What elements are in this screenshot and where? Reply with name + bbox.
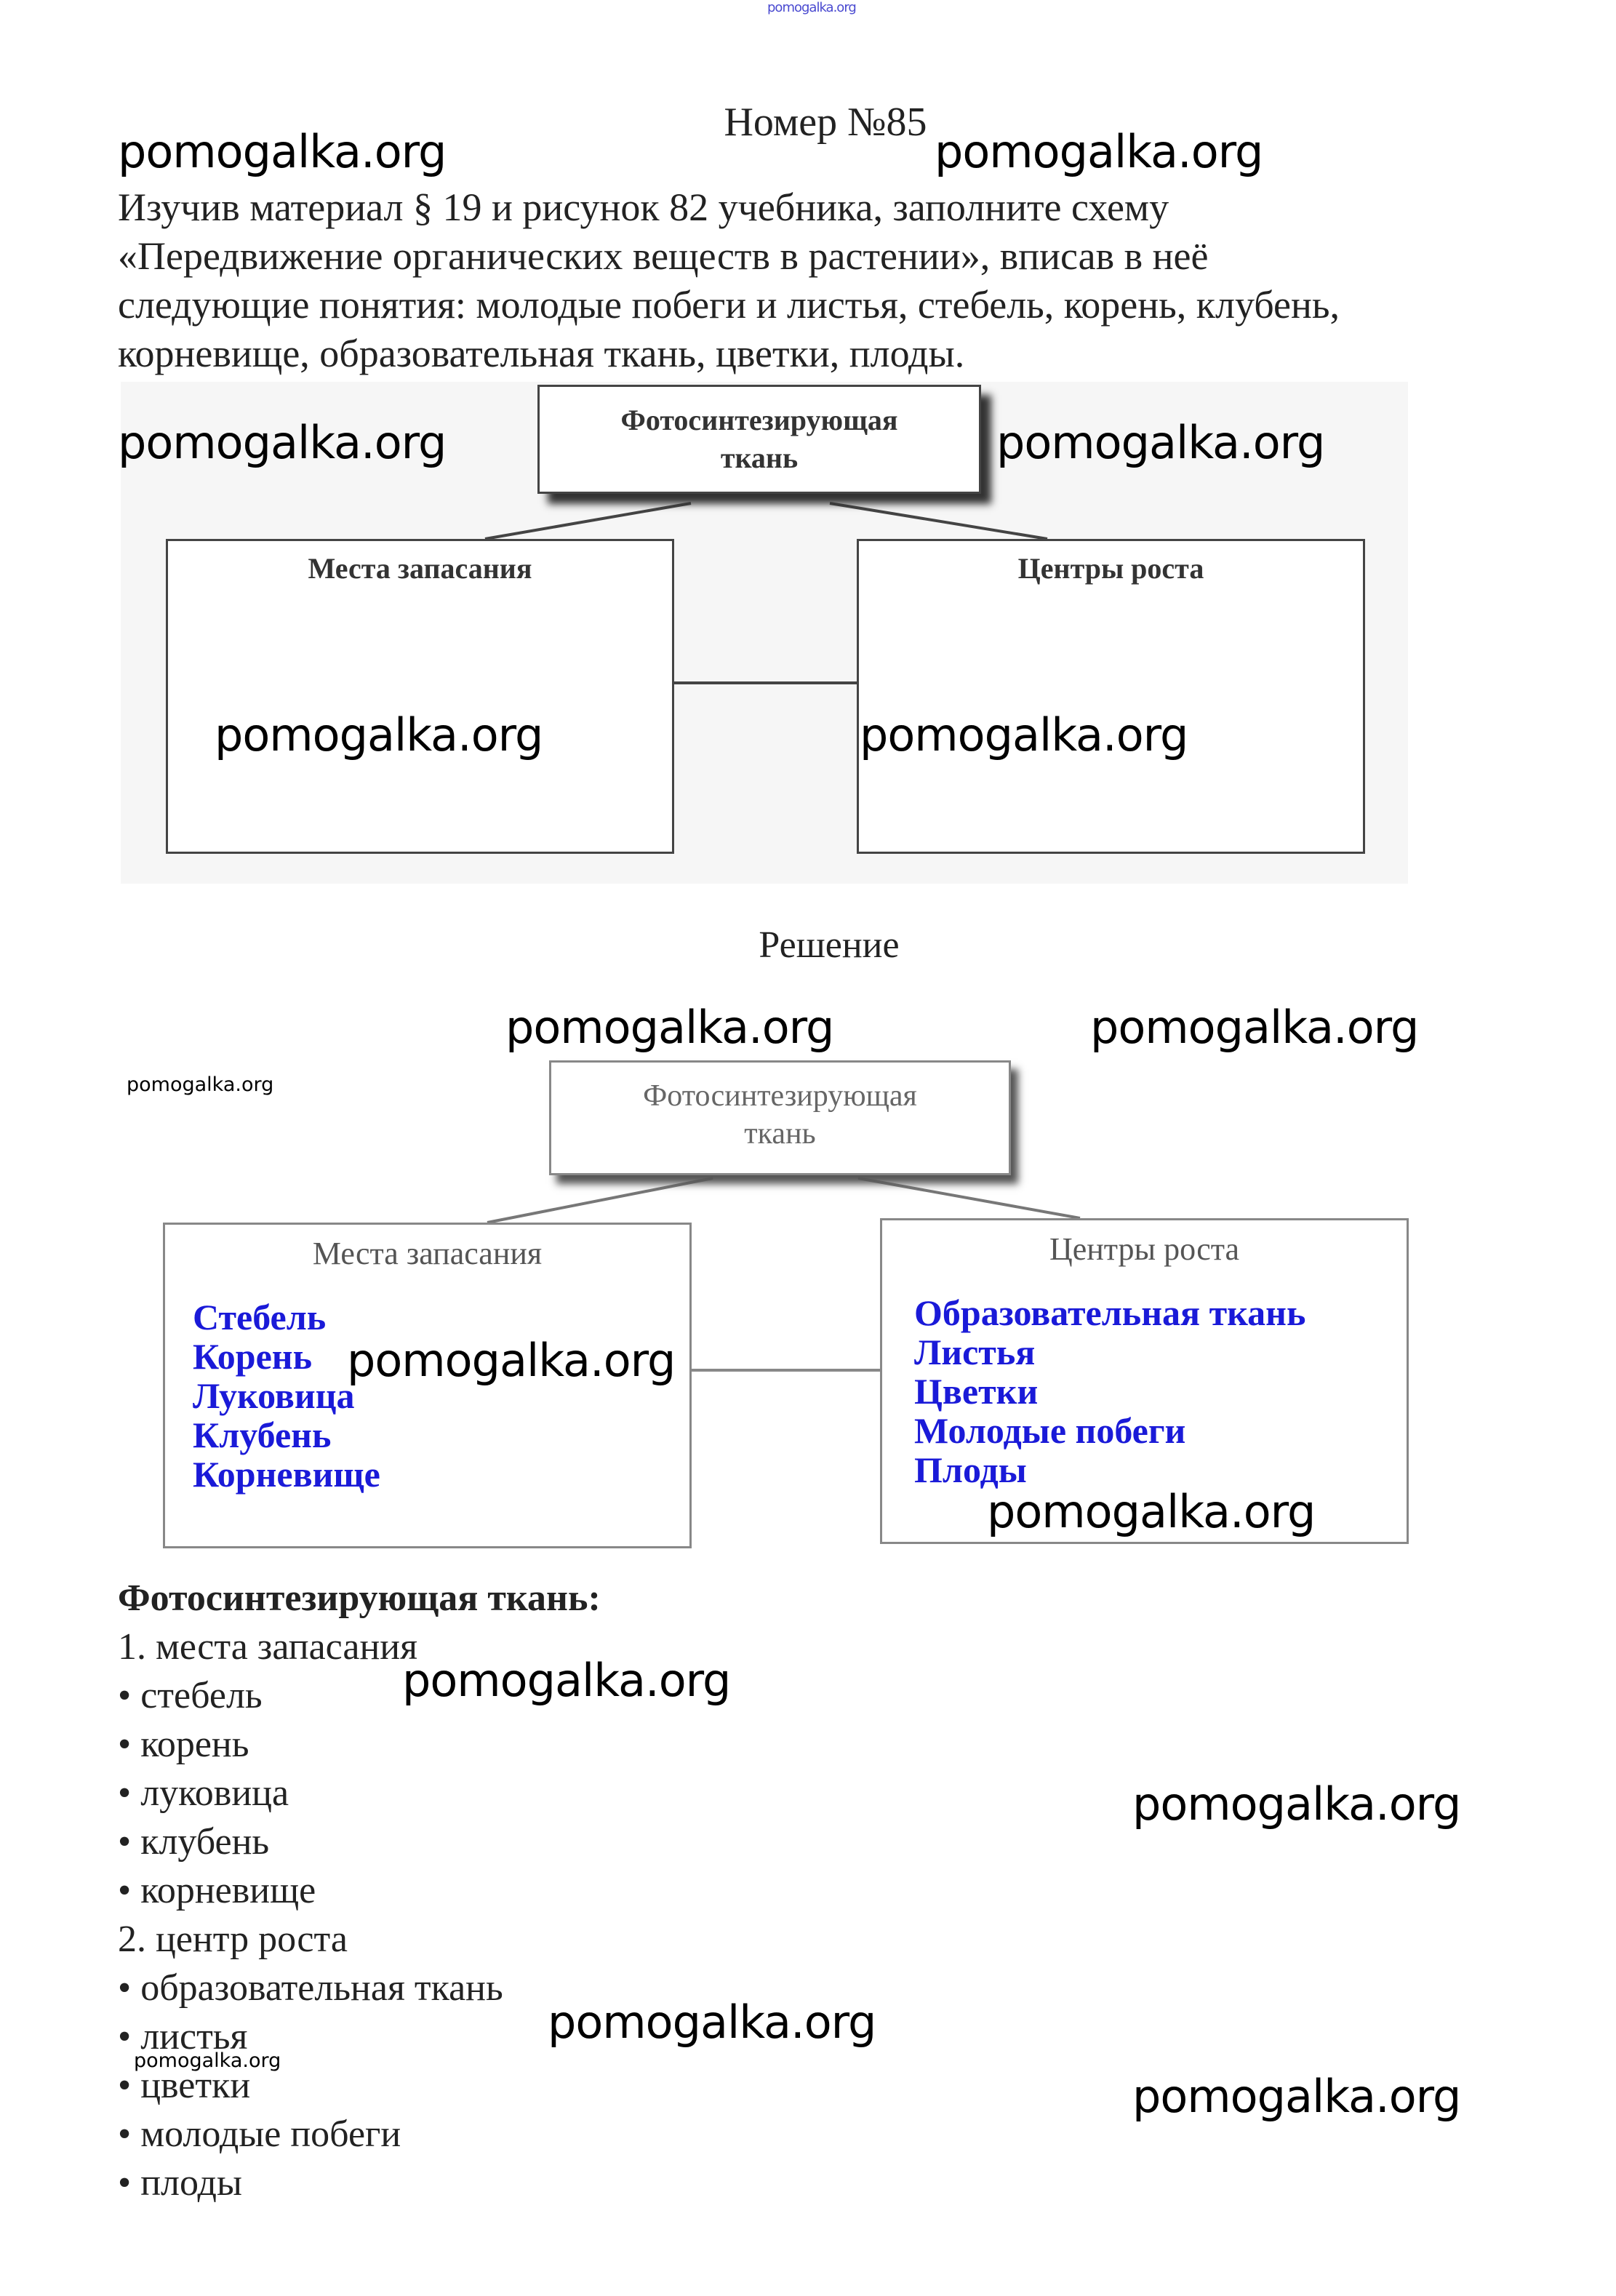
- watermark: pomogalka.org: [402, 1654, 731, 1707]
- list-item: Цветки: [914, 1371, 1039, 1412]
- list-item: Образовательная ткань: [914, 1292, 1306, 1333]
- box-title: Центры роста: [1049, 1231, 1240, 1267]
- answer-line: • листья: [118, 2016, 248, 2057]
- page-title: Номер №85: [724, 100, 927, 145]
- task-line: Изучив материал § 19 и рисунок 82 учебни…: [118, 185, 1169, 229]
- watermark: pomogalka.org: [347, 1334, 676, 1387]
- answer-list: Фотосинтезирующая ткань: 1. места запаса…: [118, 1574, 601, 2207]
- box-title: Центры роста: [1017, 552, 1204, 585]
- watermark: pomogalka.org: [548, 1996, 876, 2049]
- answer-line: • луковица: [118, 1772, 289, 1814]
- watermark: pomogalka.org: [505, 1001, 834, 1054]
- list-item: Листья: [914, 1332, 1036, 1372]
- task-line: «Передвижение органических веществ в рас…: [118, 234, 1209, 278]
- list-item: Молодые побеги: [914, 1410, 1186, 1451]
- list-item: Клубень: [193, 1415, 332, 1455]
- answer-line: • цветки: [118, 2065, 251, 2106]
- list-item: Плоды: [914, 1449, 1027, 1490]
- solution-heading: Решение: [759, 924, 900, 966]
- box-label: ткань: [720, 441, 799, 474]
- list-item: Корневище: [193, 1454, 380, 1495]
- task-line: следующие понятия: молодые побеги и лист…: [118, 283, 1340, 327]
- watermark: pomogalka.org: [1132, 2070, 1461, 2123]
- list-item: Луковица: [193, 1375, 355, 1416]
- box-label: Фотосинтезирующая: [620, 404, 898, 436]
- growth-centers-box: Центры роста Образовательная ткань Листь…: [880, 1218, 1409, 1544]
- watermark: pomogalka.org: [996, 416, 1325, 469]
- watermark: pomogalka.org: [1090, 1001, 1419, 1054]
- watermark: pomogalka.org: [118, 416, 447, 469]
- answer-line: • молодые побеги: [118, 2113, 401, 2155]
- watermark: pomogalka.org: [134, 2049, 281, 2072]
- watermark: pomogalka.org: [860, 708, 1188, 761]
- watermark: pomogalka.org: [118, 125, 447, 178]
- growth-centers-list: Образовательная ткань Листья Цветки Моло…: [914, 1293, 1305, 1489]
- watermark: pomogalka.org: [127, 1073, 274, 1096]
- box-label: ткань: [744, 1117, 816, 1151]
- answer-line: 1. места запасания: [118, 1626, 418, 1668]
- photosynthetic-tissue-box: Фотосинтезирующая ткань: [549, 1060, 1011, 1175]
- list-item: Корень: [193, 1336, 313, 1377]
- answer-line: • стебель: [118, 1675, 263, 1716]
- box-title: Места запасания: [308, 552, 532, 585]
- answer-line: • образовательная ткань: [118, 1967, 503, 2009]
- answer-heading: Фотосинтезирующая ткань:: [118, 1577, 601, 1619]
- box-label: Фотосинтезирующая: [643, 1079, 917, 1113]
- storage-sites-box: Места запасания Стебель Корень Луковица …: [163, 1223, 692, 1548]
- box-title: Места запасания: [312, 1236, 543, 1271]
- task-line: корневище, образовательная ткань, цветки…: [118, 332, 965, 375]
- task-text: Изучив материал § 19 и рисунок 82 учебни…: [118, 183, 1500, 378]
- list-item: Стебель: [193, 1297, 327, 1337]
- storage-sites-list: Стебель Корень Луковица Клубень Корневищ…: [193, 1297, 380, 1494]
- answer-line: 2. центр роста: [118, 1919, 348, 1960]
- watermark: pomogalka.org: [767, 0, 857, 15]
- watermark: pomogalka.org: [935, 125, 1263, 178]
- watermark: pomogalka.org: [215, 708, 543, 761]
- photosynthetic-tissue-box: Фотосинтезирующая ткань: [537, 385, 981, 494]
- answer-line: • корневище: [118, 1870, 316, 1911]
- answer-line: • корень: [118, 1724, 249, 1765]
- storage-sites-box: Места запасания: [166, 539, 674, 854]
- growth-centers-box: Центры роста: [857, 539, 1365, 854]
- answer-line: • клубень: [118, 1821, 270, 1863]
- watermark: pomogalka.org: [987, 1485, 1316, 1538]
- watermark: pomogalka.org: [1132, 1777, 1461, 1831]
- answer-line: • плоды: [118, 2162, 242, 2204]
